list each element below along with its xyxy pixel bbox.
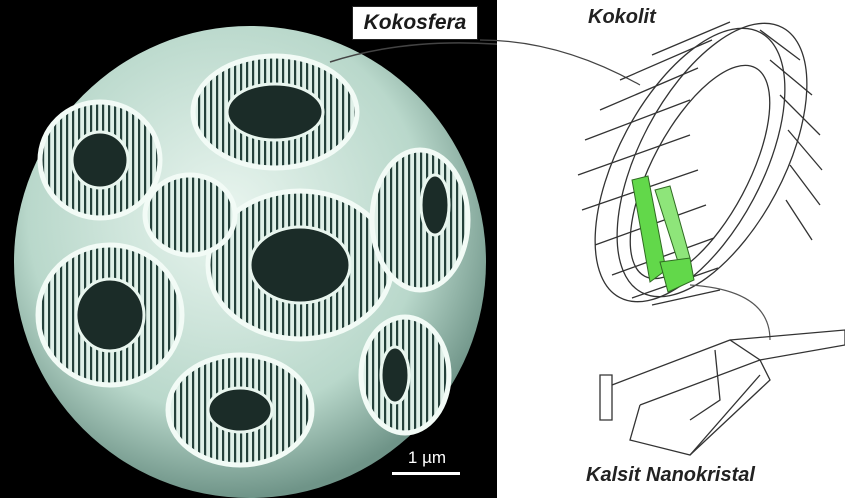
nanocrystal-label: Kalsit Nanokristal [586, 464, 755, 487]
nanocrystal-connector [690, 285, 770, 340]
coccolith-drawing [556, 0, 845, 331]
coccolith-label: Kokolit [588, 6, 656, 29]
nanocrystal-drawing [600, 330, 845, 455]
label-connector-line [480, 40, 640, 85]
